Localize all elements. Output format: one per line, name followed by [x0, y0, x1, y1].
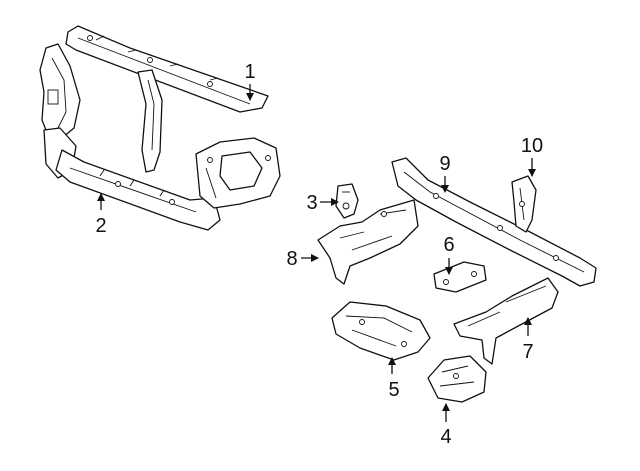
part-5-under-cover: [331, 301, 431, 361]
part-3-bracket: [335, 183, 359, 219]
leader-lines: [97, 84, 536, 422]
callout-9: 9: [439, 153, 450, 175]
part-10-bracket: [511, 175, 537, 233]
part-8-splash-shield: [317, 199, 419, 285]
callout-4: 4: [440, 426, 451, 448]
callout-10: 10: [521, 135, 543, 157]
part-7-deflector: [453, 277, 559, 365]
part-4-lower-shield: [427, 355, 487, 403]
radiator-support-assembly: [39, 25, 281, 231]
callout-6: 6: [443, 234, 454, 256]
callout-5: 5: [388, 379, 399, 401]
callout-1: 1: [244, 61, 255, 83]
part-9-tie-bar: [391, 157, 597, 287]
callout-labels: 1 2 3 4 5 6 7 8 9 10: [95, 61, 543, 448]
callout-2: 2: [95, 215, 106, 237]
callout-7: 7: [522, 341, 533, 363]
callout-3: 3: [306, 192, 317, 214]
part-6-plate: [433, 261, 487, 293]
callout-8: 8: [286, 248, 297, 270]
